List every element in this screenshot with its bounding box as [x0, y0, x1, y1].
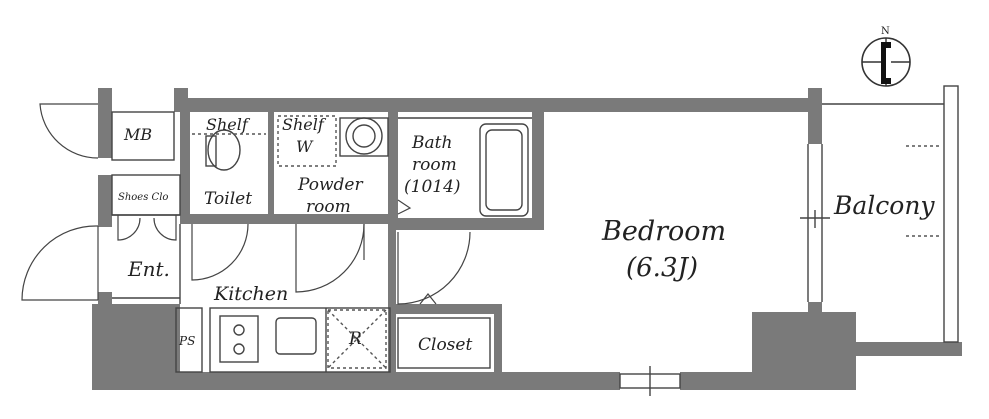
- label-bath-2: room: [412, 155, 457, 175]
- label-mb: MB: [123, 125, 152, 144]
- balcony-marks: [906, 145, 942, 237]
- label-shoes: Shoes Clo: [118, 192, 168, 203]
- label-bedroom-size: (6.3J): [626, 253, 698, 283]
- compass-label: N: [881, 26, 890, 37]
- label-powder-room: room: [306, 197, 351, 217]
- label-shelf-toilet: Shelf: [206, 115, 251, 134]
- label-shelf-powder: Shelf: [282, 115, 327, 134]
- label-closet: Closet: [418, 335, 472, 355]
- label-powder: Powder: [297, 175, 363, 195]
- label-fridge: R: [348, 329, 362, 349]
- compass-icon: [861, 37, 911, 87]
- label-kitchen: Kitchen: [213, 283, 288, 305]
- label-bedroom: Bedroom: [601, 216, 726, 247]
- partitions: [111, 85, 959, 396]
- label-toilet: Toilet: [204, 189, 252, 209]
- label-balcony: Balcony: [833, 191, 935, 220]
- label-entrance: Ent.: [127, 257, 170, 281]
- doors: [21, 103, 471, 305]
- room-labels: MB Shelf Shelf W Toilet Powder room Bath…: [118, 115, 935, 355]
- label-bath-3: (1014): [404, 177, 461, 197]
- label-washer: W: [296, 137, 314, 156]
- label-bath-1: Bath: [411, 133, 452, 153]
- label-ps: PS: [178, 334, 195, 348]
- walls: [92, 88, 962, 390]
- dashed-fixtures: [192, 115, 387, 369]
